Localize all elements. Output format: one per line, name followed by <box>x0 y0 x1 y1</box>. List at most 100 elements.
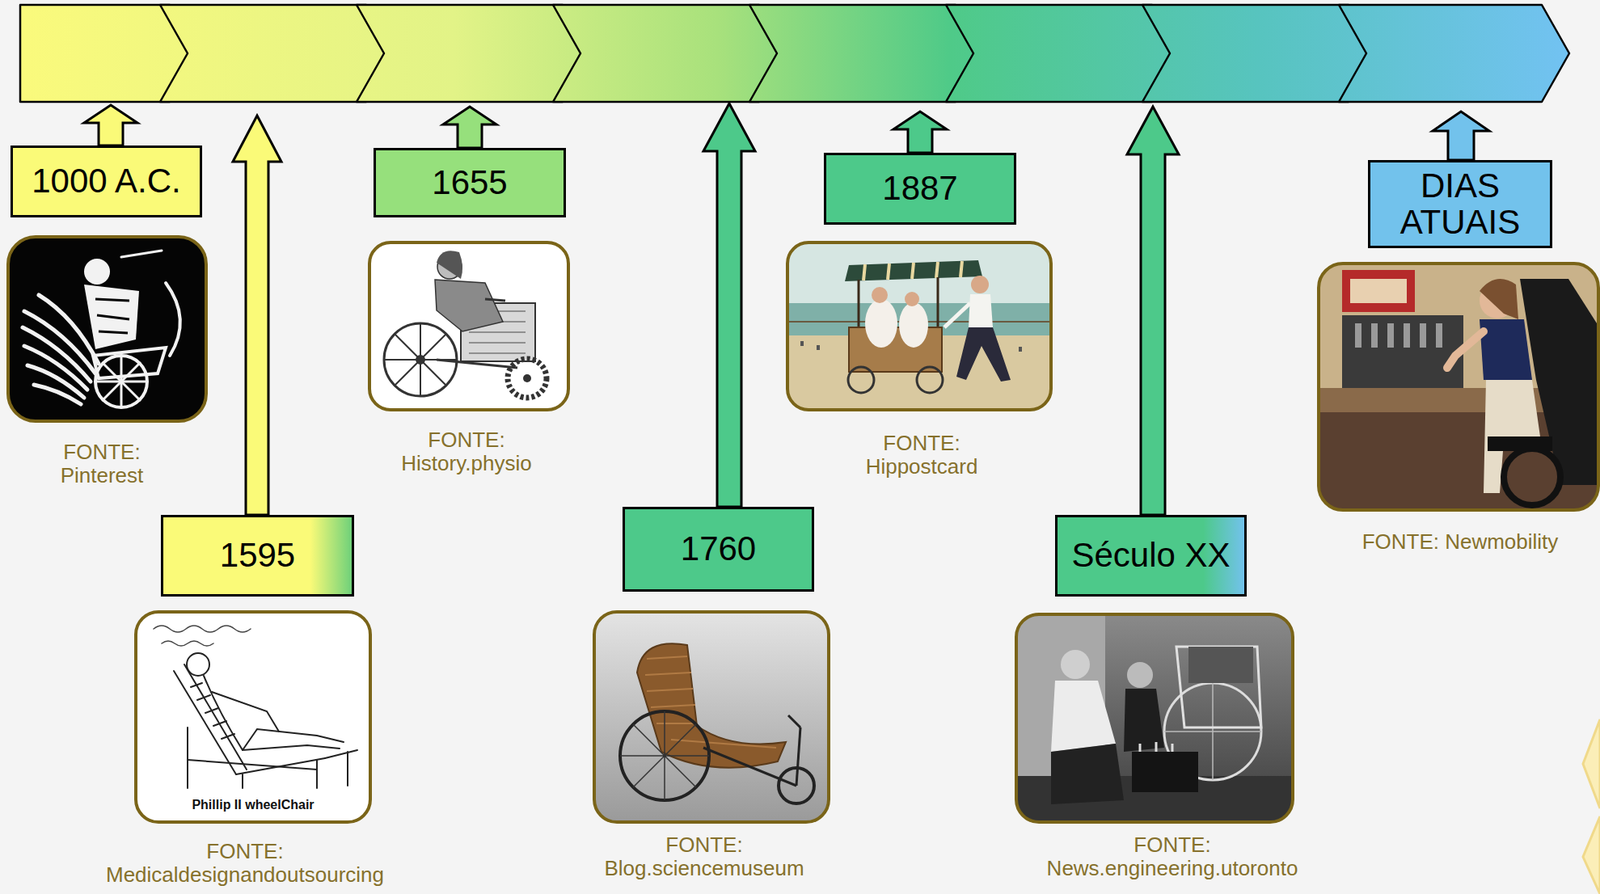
engineering-photo-image-part <box>1139 742 1173 752</box>
greek-vase-image-part <box>84 258 110 285</box>
postcard-image-part <box>968 294 993 328</box>
wicker-chair-image-part <box>703 747 797 786</box>
engraving-image-part <box>523 374 532 383</box>
postcard-image-part <box>865 299 898 348</box>
corner-decoration-part <box>1583 816 1600 894</box>
date-label: 1655 <box>431 164 507 201</box>
postcard-image-part <box>916 367 943 393</box>
greek-vase-image-part <box>95 355 148 408</box>
timeline-band-part <box>749 4 984 102</box>
engineering-photo-image-part <box>1016 614 1293 823</box>
timeline-band-part <box>1142 4 1377 102</box>
modern-wheelchair-image-part <box>1318 263 1599 511</box>
greek-vase-image-part <box>8 236 207 422</box>
timeline-band-part <box>1338 4 1570 102</box>
source-caption: FONTE: News.engineering.utoronto <box>1018 833 1326 880</box>
engraving-image <box>369 242 569 410</box>
modern-wheelchair-image-part <box>1358 323 1440 348</box>
source-caption: FONTE: Pinterest <box>41 440 163 487</box>
date-box: 1595 <box>160 515 355 597</box>
postcard-image-part <box>904 291 920 307</box>
engineering-photo-image-part <box>1127 662 1153 689</box>
engraving-image-part <box>369 242 569 410</box>
postcard-image-part <box>848 367 874 393</box>
engraving-image-part <box>434 279 503 332</box>
postcard-image-part <box>871 287 888 304</box>
engraving-image-part <box>369 242 569 410</box>
source-caption: FONTE: Blog.sciencemuseum <box>574 833 834 880</box>
date-box: Século XX <box>1055 515 1247 597</box>
date-box: 1655 <box>373 147 566 218</box>
engraving-image-part <box>384 250 547 398</box>
timeline-band-part <box>945 4 1180 102</box>
engineering-photo-image <box>1016 614 1293 825</box>
sketch-image <box>135 612 371 823</box>
modern-wheelchair-image-part <box>1342 315 1464 390</box>
greek-vase-image-part <box>165 282 181 356</box>
postcard-image-part <box>787 242 1052 410</box>
wicker-chair-image-part <box>620 643 815 804</box>
source-caption: FONTE: Newmobility <box>1362 530 1559 554</box>
date-box: DIAS ATUAIS <box>1367 160 1553 249</box>
engraving-image-part <box>485 299 506 301</box>
wicker-chair-image-part <box>594 612 829 823</box>
engraving-image-part <box>436 250 463 279</box>
sketch-image-part <box>241 774 244 789</box>
date-label: 1000 A.C. <box>31 163 181 199</box>
engineering-photo-image-part <box>1176 646 1262 728</box>
sketch-image-part <box>316 759 318 789</box>
engineering-photo-image-part <box>1123 688 1165 752</box>
date-label: 1887 <box>882 170 958 207</box>
modern-wheelchair-image-part <box>1479 319 1533 380</box>
modern-wheelchair-image-part <box>1318 270 1599 511</box>
sketch-image-part <box>211 692 279 732</box>
pointer-arrow-part <box>84 105 138 146</box>
sketch-image-part <box>135 612 371 823</box>
engraving-image-part <box>436 359 518 368</box>
wicker-chair-image-part <box>620 711 710 801</box>
engraving-image-part <box>507 358 547 398</box>
greek-vase-image-part <box>33 384 81 405</box>
source-caption: FONTE: Hippostcard <box>840 431 1003 478</box>
sketch-image-part <box>203 675 340 751</box>
sketch-image-part <box>161 641 214 646</box>
greek-vase-image-part <box>8 236 207 422</box>
date-label: Século XX <box>1071 537 1230 574</box>
postcard-image-part <box>899 302 929 348</box>
engineering-photo-image-part <box>1131 751 1199 793</box>
timeline-band <box>20 4 1570 102</box>
greek-vase-image-part <box>92 347 166 379</box>
postcard-image-part <box>944 303 971 328</box>
postcard-image-part <box>970 275 989 294</box>
corner-decoration-part <box>1583 719 1600 809</box>
image-inscription: Phillip II wheelChair <box>191 797 314 813</box>
greek-vase-image-part <box>102 363 140 401</box>
pointer-arrow-part <box>443 106 497 148</box>
pointer-arrow-part <box>893 111 947 153</box>
modern-wheelchair-image-part <box>1447 331 1484 368</box>
engineering-photo-image-part <box>1051 743 1124 805</box>
pointer-arrow <box>84 103 1490 516</box>
postcard-image-part <box>956 327 1011 382</box>
greek-vase-image-part <box>84 258 140 350</box>
greek-vase-image <box>8 236 207 422</box>
date-box: 1000 A.C. <box>10 145 203 218</box>
greek-vase-image-part <box>22 250 181 408</box>
sketch-image-part <box>184 664 247 770</box>
pointer-arrow-part <box>232 115 282 516</box>
greek-vase-image-part <box>121 250 162 258</box>
modern-wheelchair-image-part <box>1487 436 1553 452</box>
corner-decoration <box>1583 719 1600 894</box>
engineering-photo-image-part <box>1051 680 1116 752</box>
source-caption: FONTE: History.physio <box>385 428 548 475</box>
sketch-image-part <box>187 759 317 770</box>
timeline-band-part <box>160 4 394 102</box>
sketch-image-part <box>186 727 189 789</box>
wicker-chair-image-part <box>796 727 801 786</box>
pointer-arrow-part <box>1127 106 1179 516</box>
greek-vase-image-part <box>84 284 140 350</box>
modern-wheelchair-image-part <box>1350 278 1407 304</box>
sketch-image-part <box>242 729 344 751</box>
greek-vase-image-part <box>102 363 140 401</box>
